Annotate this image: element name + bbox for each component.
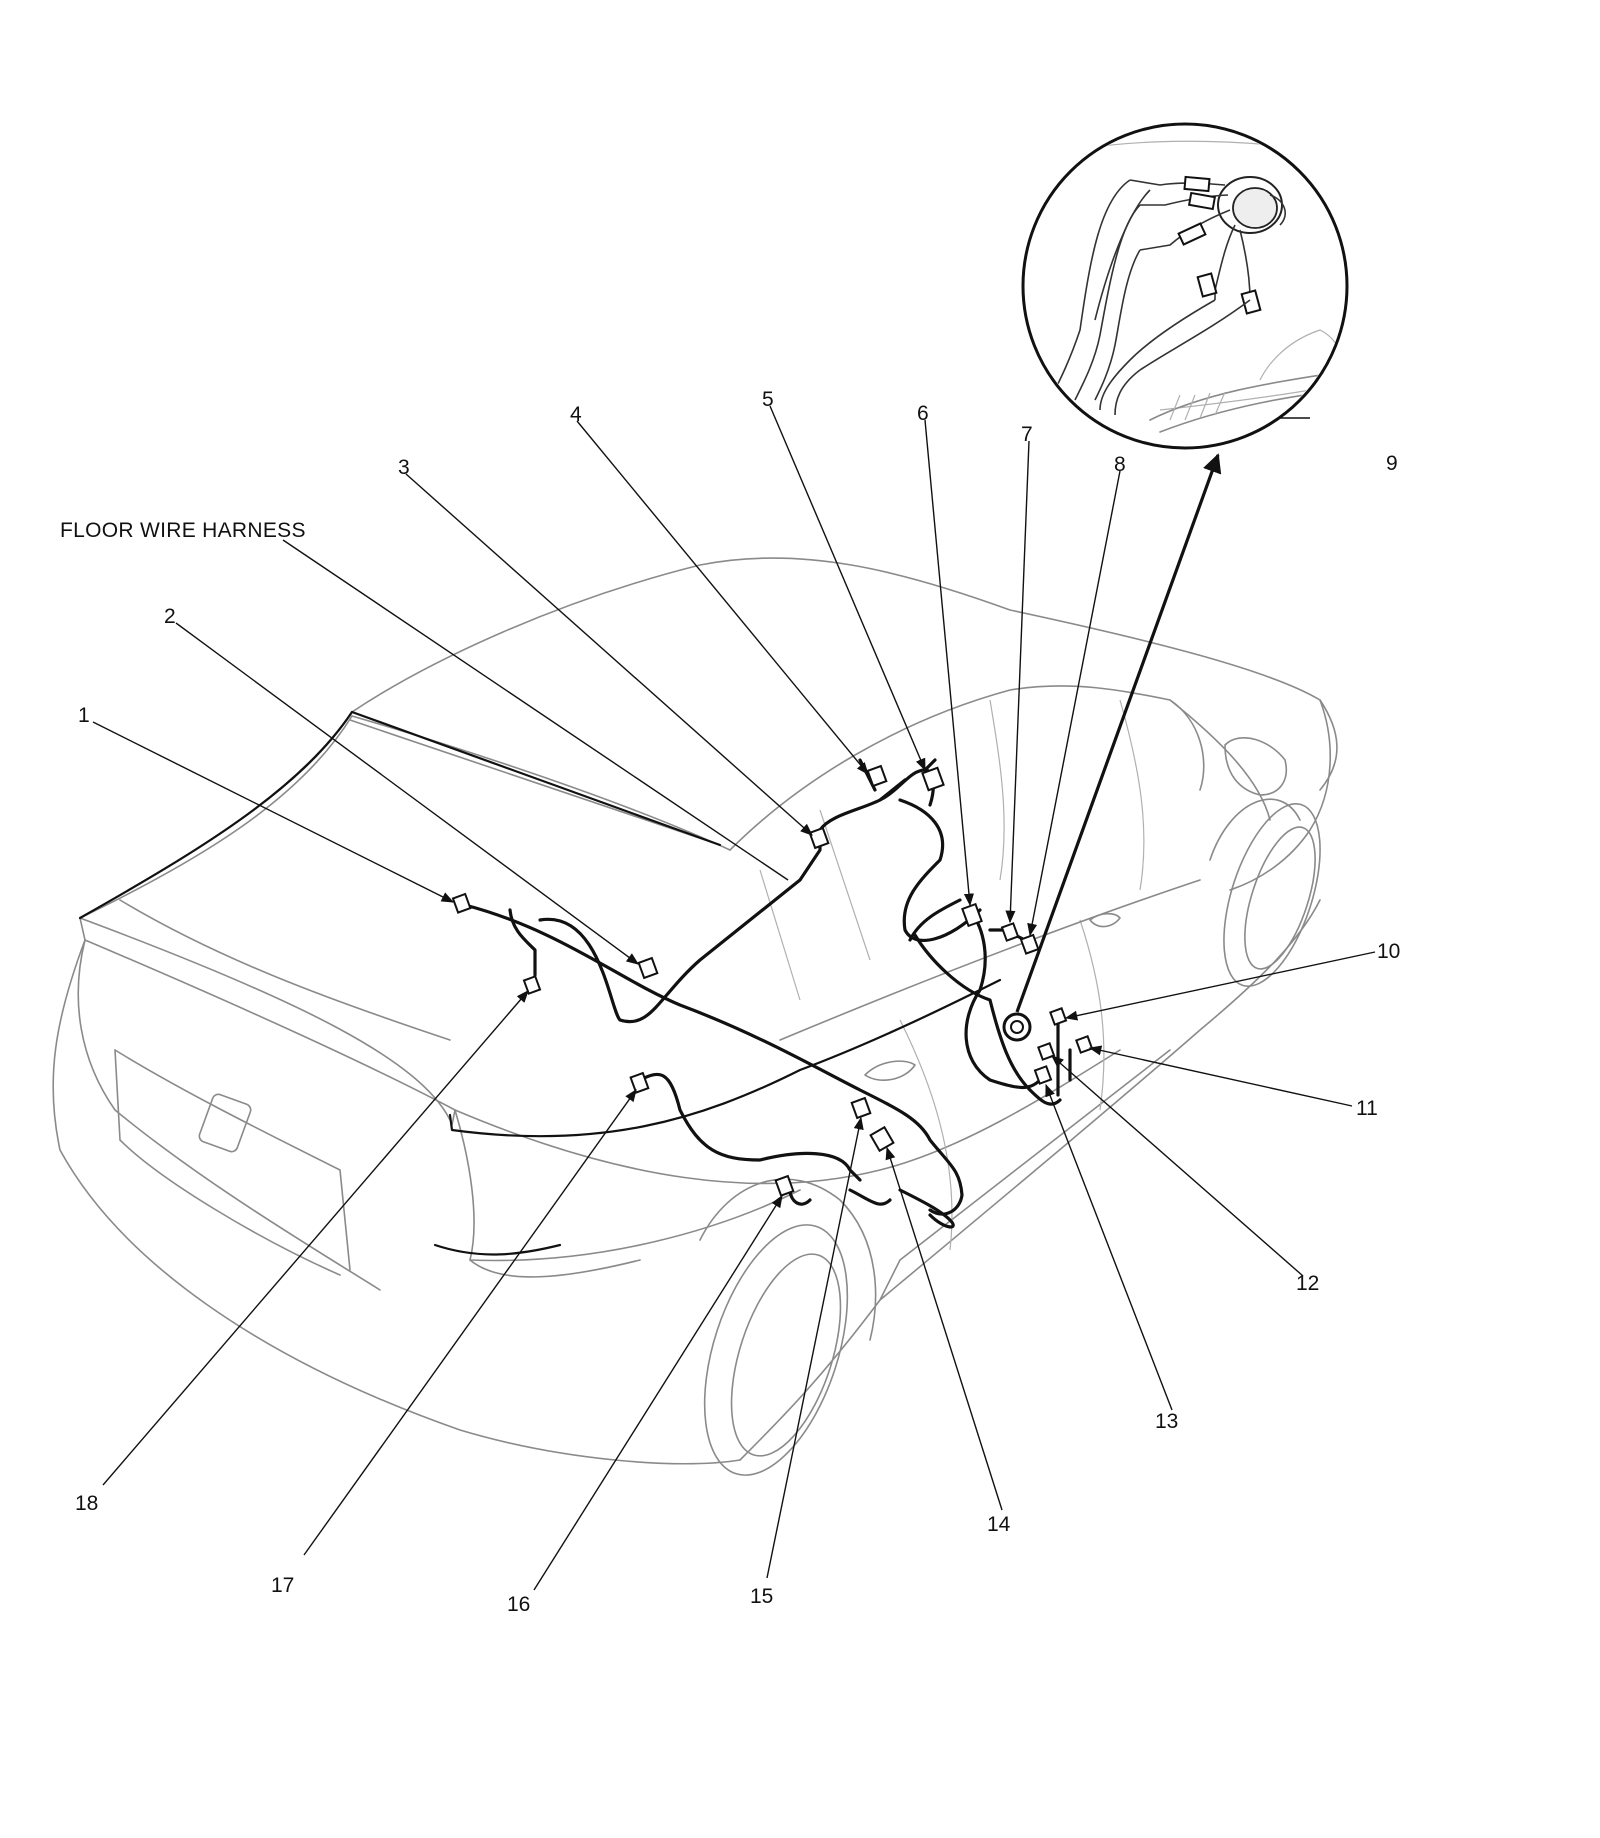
callout-1: 1 xyxy=(78,704,90,727)
callout-2: 2 xyxy=(164,605,176,628)
callout-4: 4 xyxy=(570,403,582,426)
car-body-outline xyxy=(52,557,1338,1476)
connector-4 xyxy=(866,764,888,788)
floor-wire-harness-label: FLOOR WIRE HARNESS xyxy=(60,519,306,542)
detail-pointer-arrow xyxy=(1015,453,1222,1013)
connector-16 xyxy=(774,1174,795,1197)
connector-14 xyxy=(869,1125,895,1153)
connector-17 xyxy=(629,1071,650,1094)
connector-6 xyxy=(961,902,983,928)
connector-8 xyxy=(1019,933,1040,955)
connector-18 xyxy=(522,975,542,995)
callout-14: 14 xyxy=(987,1513,1011,1536)
callout-16: 16 xyxy=(507,1593,530,1616)
connector-12 xyxy=(1037,1042,1056,1061)
connector-2 xyxy=(637,956,659,980)
connectors xyxy=(451,764,1094,1197)
leader-lines xyxy=(92,405,1376,1591)
callout-3: 3 xyxy=(398,456,410,479)
connector-11 xyxy=(1075,1035,1094,1054)
callout-6: 6 xyxy=(917,402,929,425)
connector-5 xyxy=(921,766,945,792)
connector-15 xyxy=(850,1096,872,1120)
callout-18: 18 xyxy=(75,1492,98,1515)
callout-11: 11 xyxy=(1356,1097,1378,1120)
callout-13: 13 xyxy=(1155,1410,1178,1433)
connector-7 xyxy=(1000,922,1020,942)
callout-12: 12 xyxy=(1296,1272,1319,1295)
callout-15: 15 xyxy=(750,1585,773,1608)
ground-detail-inset xyxy=(1021,122,1349,450)
connector-1 xyxy=(451,892,472,914)
callout-8: 8 xyxy=(1114,453,1126,476)
connector-3 xyxy=(808,826,830,850)
callout-7: 7 xyxy=(1021,423,1033,446)
connector-10 xyxy=(1049,1007,1068,1026)
floor-wire-harness xyxy=(463,758,1072,1229)
callout-9: 9 xyxy=(1386,452,1398,475)
callout-17: 17 xyxy=(271,1574,294,1597)
callout-5: 5 xyxy=(762,388,774,411)
callout-labels: FLOOR WIRE HARNESS 1 2 3 4 5 6 7 8 9 10 … xyxy=(60,388,1400,1616)
callout-10: 10 xyxy=(1377,940,1400,963)
connector-13 xyxy=(1033,1065,1053,1085)
